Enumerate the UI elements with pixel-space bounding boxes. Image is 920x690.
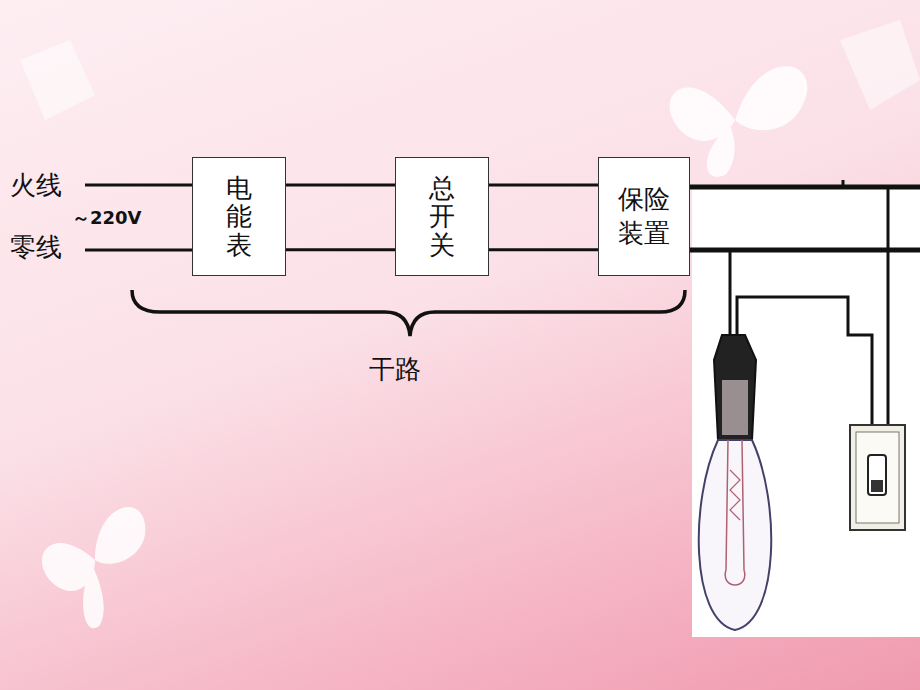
- meter-box: 电能表: [192, 157, 286, 276]
- branch-wire: [887, 187, 890, 428]
- butterfly: [670, 66, 808, 177]
- butterfly: [42, 507, 145, 628]
- wire-tick: [842, 180, 845, 187]
- lamp: [699, 335, 771, 630]
- branch-wire: [729, 250, 732, 335]
- wire-name: 火线: [10, 168, 62, 203]
- wire: [286, 183, 395, 186]
- neutral-wire: [85, 249, 192, 252]
- wall-switch: [850, 425, 905, 530]
- branch-wire: [737, 297, 872, 428]
- box-text: 电能表: [226, 174, 252, 260]
- wire-name: 零线: [10, 230, 62, 265]
- live-wire: [85, 184, 192, 187]
- wire: [286, 248, 395, 251]
- background-shape: [20, 20, 920, 120]
- live-wire: [690, 185, 920, 190]
- box-text: 总开关: [429, 174, 455, 260]
- bracket-label: 干路: [369, 352, 421, 387]
- wire: [489, 183, 598, 186]
- switch-box: 总开关: [395, 157, 489, 276]
- wire: [489, 248, 598, 251]
- voltage-label: ～220V: [72, 206, 142, 230]
- box-text: 保险装置: [618, 183, 670, 251]
- brace: [132, 290, 685, 336]
- fuse-box: 保险装置: [598, 157, 690, 276]
- illustration-panel: [692, 185, 920, 637]
- neutral-wire: [690, 248, 920, 253]
